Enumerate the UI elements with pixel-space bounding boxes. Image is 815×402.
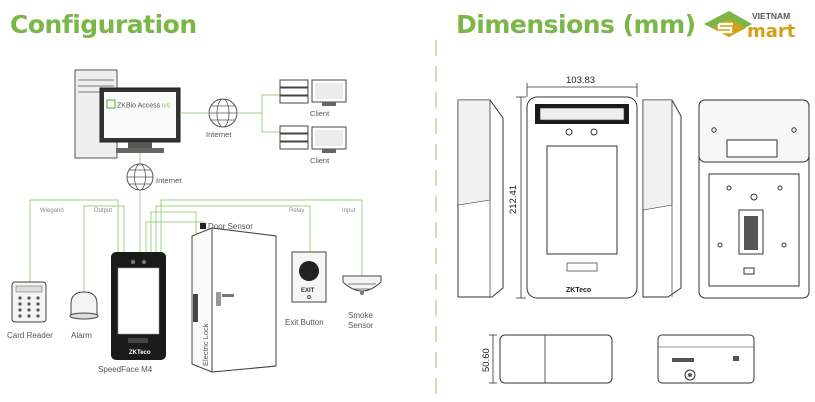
configuration-title: Configuration <box>10 10 197 39</box>
dimensions-title: Dimensions (mm) <box>456 10 696 39</box>
alarm-icon <box>69 291 99 320</box>
back-view-mount-plate <box>708 173 800 287</box>
smoke-sensor-label-1: Smoke <box>348 311 373 320</box>
exit-button-device: EXIT <box>291 251 327 303</box>
wire-label-relay: Relay <box>289 208 304 214</box>
server-workstation: ZKBio Access IVS <box>74 69 181 159</box>
monitor-base <box>116 148 164 153</box>
client-1 <box>279 79 347 106</box>
client-label-1: Client <box>310 109 330 118</box>
back-view <box>698 99 810 299</box>
smoke-sensor-label-2: Sensor <box>348 321 374 330</box>
client-2 <box>279 125 347 153</box>
electric-lock-icon <box>193 294 198 322</box>
speedface-label: SpeedFace M4 <box>98 365 153 374</box>
front-view-screen <box>546 145 618 255</box>
card-reader <box>11 281 47 323</box>
top-view <box>499 334 613 384</box>
software-label: ZKBio Access <box>117 103 161 110</box>
exit-button-text: EXIT <box>301 288 315 294</box>
software-suffix: IVS <box>162 104 171 110</box>
bottom-view <box>657 334 755 384</box>
logo-s-icon <box>717 22 733 34</box>
logo-bottom-text: mart <box>747 21 796 42</box>
wire-label-wiegand: Wiegand <box>40 208 64 214</box>
speedface-screen <box>117 267 160 335</box>
electric-lock-label: Electric Lock <box>201 323 210 366</box>
logo-top-text: VIETNAM <box>752 11 790 21</box>
door <box>191 223 277 373</box>
wire-label-input: Input <box>342 208 356 214</box>
wire-label-output: Output <box>94 208 112 214</box>
internet-globe-top-icon <box>208 98 238 128</box>
door-sensor-icon <box>200 223 206 229</box>
door-sensor-label: Door Sensor <box>208 222 253 231</box>
zk-icon <box>106 99 116 109</box>
card-reader-zone-icon <box>566 262 598 272</box>
door-handle <box>222 294 234 297</box>
monitor-neck <box>128 142 152 148</box>
side-view-right <box>642 99 682 298</box>
depth-value: 50.60 <box>481 348 492 372</box>
height-value: 212.41 <box>508 185 519 214</box>
alarm-label: Alarm <box>71 331 92 340</box>
vietnam-smart-logo: VIETNAM mart <box>704 11 796 42</box>
speedface-brand: ZKTeco <box>129 350 151 356</box>
card-reader-label: Card Reader <box>7 331 53 340</box>
internet-label-top: Internet <box>206 130 232 139</box>
front-view-brand: ZKTeco <box>566 287 591 294</box>
monitor-screen <box>104 92 176 138</box>
internet-label-mid: Internet <box>156 176 182 185</box>
speedface-m4-device: ZKTeco <box>111 252 166 360</box>
internet-globe-mid-icon <box>126 163 154 191</box>
smoke-sensor-icon <box>342 275 382 295</box>
width-value: 103.83 <box>566 75 595 86</box>
door-leaf <box>211 227 277 373</box>
client-label-2: Client <box>310 156 330 165</box>
exit-button-label: Exit Button <box>285 318 324 327</box>
side-view-left <box>457 99 504 298</box>
card-reader-keypad <box>18 296 40 318</box>
front-view: ZKTeco <box>526 96 638 299</box>
